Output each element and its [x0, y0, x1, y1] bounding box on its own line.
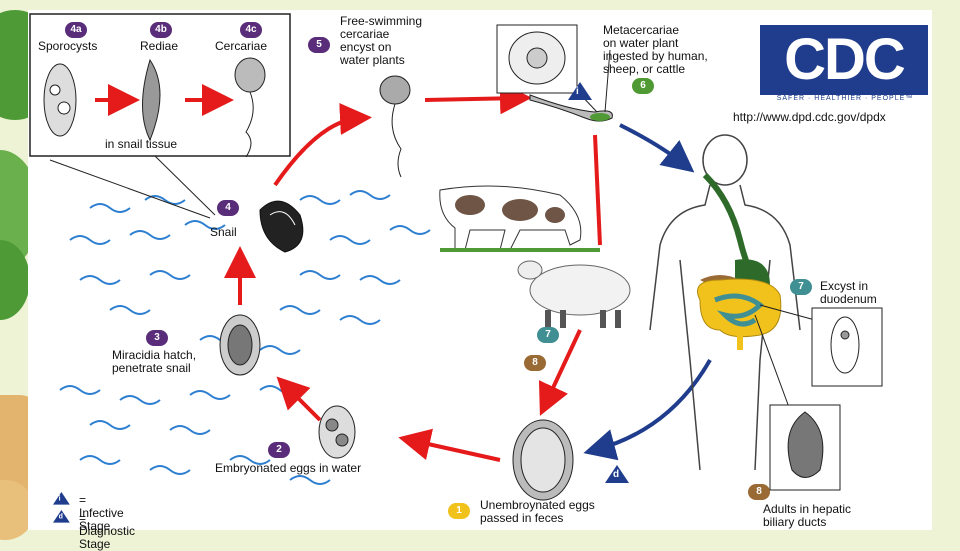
stage-2-label: Embryonated eggs in water	[215, 461, 362, 475]
stage-4b-badge: 4b	[150, 22, 172, 38]
excysted-larva-drawing	[811, 307, 883, 387]
cdc-tagline: SAFER · HEALTHIER · PEOPLE™	[776, 95, 914, 102]
embryonated-egg-drawing	[318, 405, 356, 459]
inset-caption: in snail tissue	[105, 137, 178, 151]
stage-7-badge: 7	[790, 279, 812, 295]
cdc-logo: CDC SAFER · HEALTHIER · PEOPLE™	[760, 25, 930, 105]
miracidium-egg-drawing	[219, 314, 261, 376]
snail-drawing	[259, 200, 304, 253]
stage-4-badge: 4	[217, 200, 239, 216]
stage-8-badge: 8	[748, 484, 770, 500]
rediae-drawing	[142, 58, 161, 142]
stage-7-label: Excyst in duodenum	[820, 279, 877, 306]
snail-label: Snail	[210, 225, 237, 239]
legend-infective-symbol: i	[53, 492, 70, 505]
adult-fluke-drawing	[769, 404, 841, 491]
rediae-label: Rediae	[140, 39, 179, 53]
cdc-url[interactable]: http://www.dpd.cdc.gov/dpdx	[733, 110, 886, 124]
cdc-logo-text: CDC	[760, 25, 928, 95]
stage-6-badge: 6	[632, 78, 654, 94]
cow-drawing	[439, 185, 600, 252]
stage-3-badge: 3	[146, 330, 168, 346]
cercariae-label: Cercariae	[215, 39, 268, 53]
stage-5-label: Free-swimming cercariae encyst on water …	[340, 14, 423, 67]
stage-4a-badge: 4a	[65, 22, 87, 38]
cercaria-inset-drawing	[234, 57, 266, 158]
legend-infective-text: = Infective Stage	[79, 493, 124, 533]
stage-8-label: Adults in hepatic biliary ducts	[763, 502, 852, 529]
stage-8-sheep-badge: 8	[524, 355, 546, 371]
digestive-tract-drawing	[697, 172, 782, 350]
stage-6-label: Metacercariae on water plant ingested by…	[603, 23, 708, 76]
water-plant-spoon	[529, 94, 613, 122]
diagnostic-marker: d	[605, 465, 629, 483]
sporocysts-label: Sporocysts	[38, 39, 98, 53]
legend-diagnostic-text: = Diagnostic Stage	[79, 511, 136, 551]
free-swimming-cercaria-drawing	[379, 75, 411, 178]
stage-2-badge: 2	[268, 442, 290, 458]
stage-1-badge: 1	[448, 503, 470, 519]
stage-3-label: Miracidia hatch, penetrate snail	[112, 348, 197, 375]
metacercaria-drawing	[496, 24, 578, 94]
sheep-drawing	[517, 260, 631, 328]
stage-5-badge: 5	[308, 37, 330, 53]
stage-4c-badge: 4c	[240, 22, 262, 38]
unembryonated-egg-drawing	[512, 419, 574, 501]
stage-7-sheep-badge: 7	[537, 327, 559, 343]
stage-1-label: Unembroynated eggs passed in feces	[480, 498, 595, 525]
sporocyst-drawing	[43, 63, 77, 137]
legend-diagnostic-symbol: d	[53, 510, 70, 523]
infective-marker: i	[568, 82, 592, 100]
